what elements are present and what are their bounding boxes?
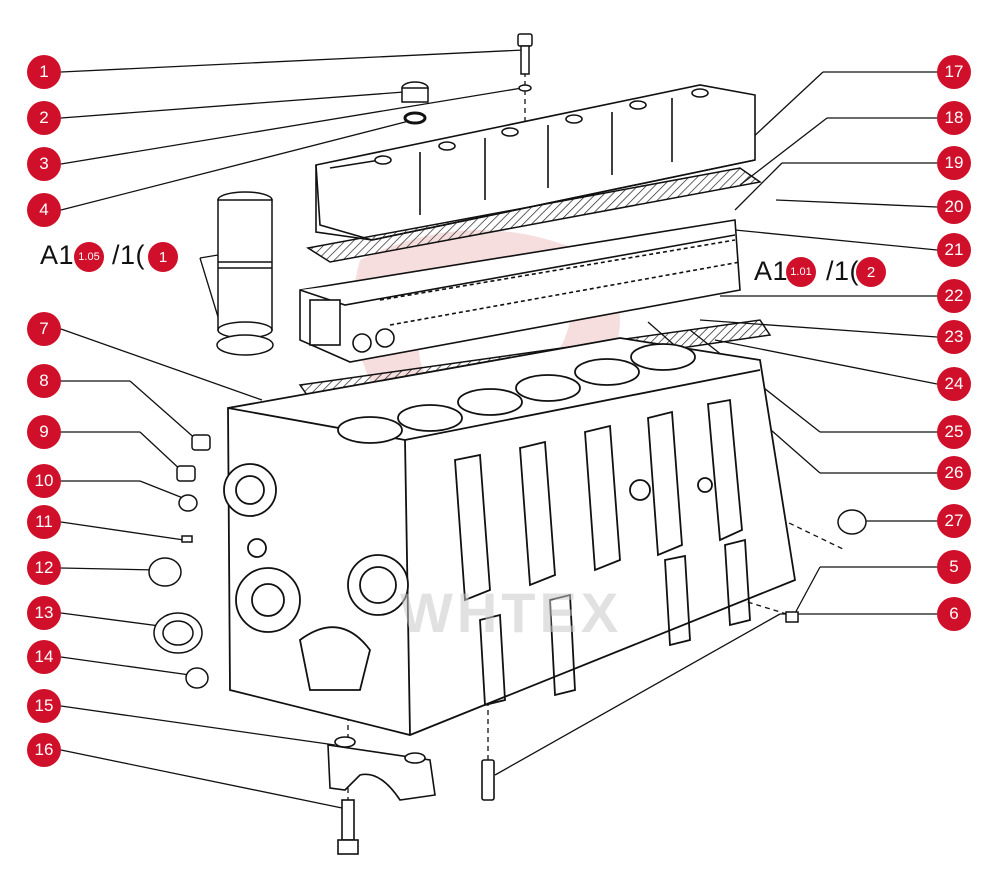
callout-21[interactable]: 21 [937, 233, 971, 267]
callout-22[interactable]: 22 [937, 279, 971, 313]
ref-badge-right-num[interactable]: 2 [856, 257, 886, 287]
callout-20[interactable]: 20 [937, 190, 971, 224]
callout-13[interactable]: 13 [27, 596, 61, 630]
callout-19[interactable]: 19 [937, 146, 971, 180]
ref-label-left: A1/1( [40, 240, 145, 271]
ref-label-left-mid: /1( [112, 240, 146, 270]
ref-label-right-text: A1 [754, 256, 789, 286]
callout-18[interactable]: 18 [937, 101, 971, 135]
ref-badge-left-num[interactable]: 1 [148, 242, 178, 272]
ref-label-right: A1/1( [754, 256, 859, 287]
callout-6[interactable]: 6 [937, 597, 971, 631]
ref-badge-left-code[interactable]: 1.05 [74, 242, 104, 272]
callout-10[interactable]: 10 [27, 464, 61, 498]
callout-2[interactable]: 2 [27, 101, 61, 135]
callout-24[interactable]: 24 [937, 367, 971, 401]
callout-11[interactable]: 11 [27, 505, 61, 539]
callout-1[interactable]: 1 [27, 55, 61, 89]
ref-badge-right-code[interactable]: 1.01 [786, 257, 816, 287]
callout-4[interactable]: 4 [27, 193, 61, 227]
callout-14[interactable]: 14 [27, 640, 61, 674]
callout-7[interactable]: 7 [27, 312, 61, 346]
ref-label-left-text: A1 [40, 240, 75, 270]
callout-23[interactable]: 23 [937, 320, 971, 354]
callout-5[interactable]: 5 [937, 550, 971, 584]
callout-9[interactable]: 9 [27, 415, 61, 449]
ref-label-right-mid: /1( [826, 256, 860, 286]
callout-26[interactable]: 26 [937, 456, 971, 490]
callout-15[interactable]: 15 [27, 689, 61, 723]
cylinder-liner [216, 191, 274, 356]
callout-27[interactable]: 27 [937, 504, 971, 538]
cylinder-head [299, 219, 741, 363]
plugs-and-caps [148, 434, 867, 689]
callout-3[interactable]: 3 [27, 147, 61, 181]
callout-25[interactable]: 25 [937, 415, 971, 449]
callout-8[interactable]: 8 [27, 364, 61, 398]
callout-12[interactable]: 12 [27, 551, 61, 585]
watermark: WHTEX [400, 581, 623, 644]
callout-17[interactable]: 17 [937, 55, 971, 89]
callout-16[interactable]: 16 [27, 733, 61, 767]
main-bearing-cap [327, 736, 495, 855]
engine-block [223, 337, 797, 736]
